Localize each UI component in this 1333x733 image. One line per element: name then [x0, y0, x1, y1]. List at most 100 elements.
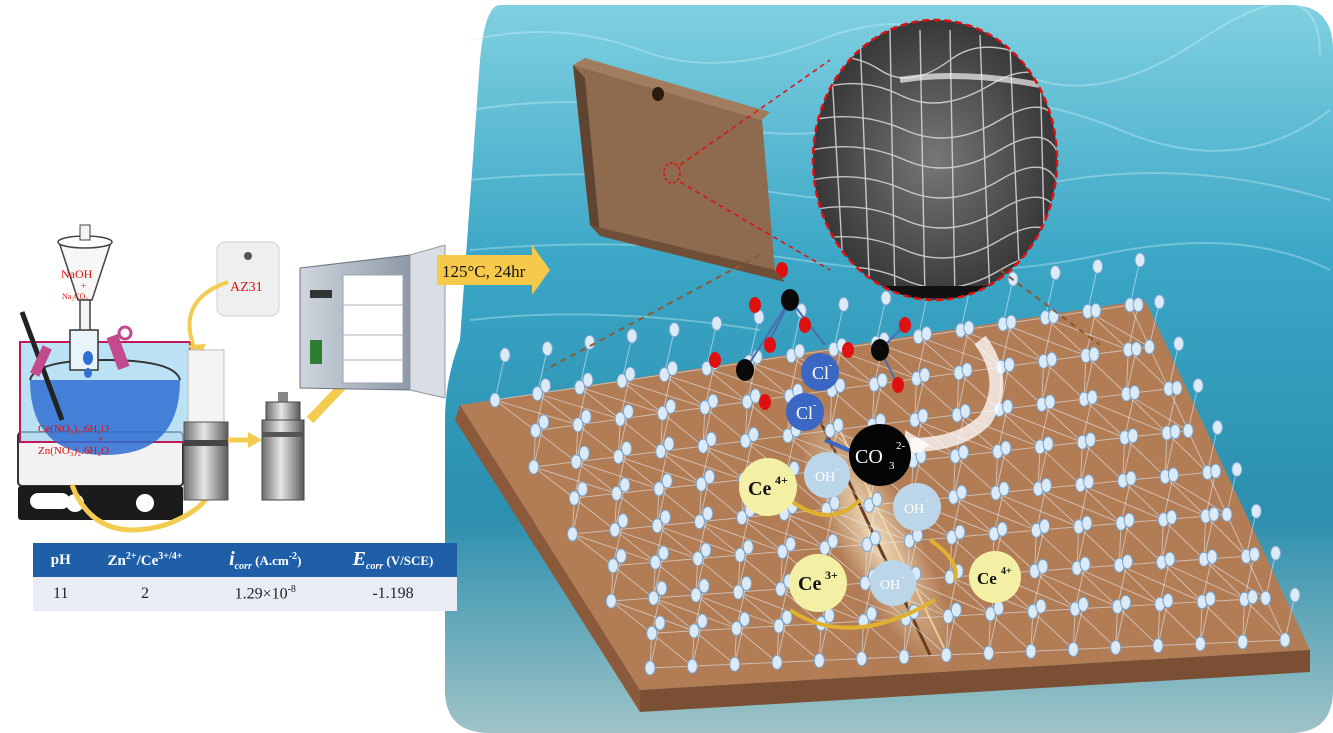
lattice-node	[1086, 389, 1098, 405]
lattice-bond	[1078, 481, 1090, 527]
lattice-bond	[1083, 398, 1168, 434]
lattice-bond	[1124, 392, 1136, 438]
lattice-bond	[651, 630, 695, 634]
lattice-node	[1035, 598, 1047, 614]
lattice-bond	[1030, 648, 1074, 652]
lattice-bond	[960, 329, 1044, 362]
lattice-bond	[612, 565, 654, 599]
lattice-bond	[776, 617, 788, 663]
lattice-bond	[692, 663, 735, 667]
lattice-bond	[658, 443, 670, 489]
lattice-bond	[614, 525, 658, 531]
lattice-bond	[706, 367, 748, 403]
svg-text:4+: 4+	[775, 473, 788, 487]
lattice-node	[1143, 339, 1155, 355]
lattice-node	[1129, 385, 1141, 401]
lattice-bond	[653, 597, 695, 632]
lattice-bond	[1207, 427, 1218, 473]
lattice-node	[1152, 638, 1164, 654]
lattice-bond	[1157, 600, 1169, 646]
lattice-bond	[956, 369, 968, 415]
lattice-bond	[824, 547, 866, 584]
lattice-bond	[999, 409, 1083, 443]
lattice-node	[1206, 549, 1218, 565]
lattice-bond	[702, 445, 744, 480]
lattice-bond	[776, 660, 820, 663]
lattice-node	[1127, 428, 1139, 444]
lattice-node	[649, 554, 661, 570]
lattice-node	[705, 431, 717, 447]
lattice-bond	[649, 622, 661, 669]
lattice-bond	[949, 576, 991, 615]
lattice-bond	[748, 361, 790, 397]
lattice-bond	[918, 336, 960, 374]
lattice-node	[959, 403, 971, 419]
ion-oh-2: OH -	[893, 483, 941, 531]
lattice-bond	[1115, 645, 1159, 648]
lattice-bond	[909, 540, 951, 578]
az31-sample-tag: AZ31	[216, 241, 280, 317]
svg-text:-: -	[829, 360, 832, 371]
lattice-bond	[614, 484, 626, 531]
svg-text:OH: OH	[904, 502, 924, 517]
lattice-bond	[1034, 526, 1046, 572]
lattice-bond	[660, 406, 672, 452]
lattice-node	[861, 536, 873, 552]
lattice-node	[1164, 551, 1176, 567]
svg-text:-: -	[902, 572, 905, 582]
oxygen-atom	[842, 342, 854, 358]
lattice-bond	[704, 362, 716, 408]
lattice-bond	[1037, 443, 1049, 490]
header-ecorr: Ecorr (V/SCE)	[328, 543, 457, 577]
lattice-bond	[613, 561, 656, 567]
lattice-node	[1048, 308, 1060, 324]
ion-carbonate: CO 3 2-	[849, 424, 911, 486]
flask-label-zn: Zn(NO₃)₂.6H₂O	[38, 445, 109, 457]
lattice-bond	[655, 561, 697, 596]
lattice-bond	[651, 632, 693, 667]
lattice-bond	[956, 414, 1041, 448]
lattice-bond	[1129, 304, 1150, 348]
lattice-bond	[1205, 471, 1217, 517]
lattice-bond	[533, 421, 545, 468]
lattice-node	[695, 476, 707, 492]
lattice-bond	[1036, 529, 1078, 569]
lattice-bond	[1127, 304, 1139, 350]
lattice-bond	[611, 600, 695, 632]
lattice-bond	[1074, 563, 1086, 610]
lattice-node	[1000, 440, 1012, 456]
lattice-bond	[614, 529, 698, 560]
lattice-node	[773, 618, 785, 634]
svg-text:+: +	[98, 434, 103, 444]
table-row: 11 2 1.29×10-8 -1.198	[33, 577, 457, 611]
lattice-bond	[912, 460, 954, 498]
lattice-bond	[1226, 514, 1247, 557]
lattice-node	[1204, 591, 1216, 607]
lattice-node	[611, 486, 623, 502]
lattice-node	[663, 436, 675, 452]
lattice-bond	[1081, 397, 1093, 443]
lattice-node	[699, 400, 711, 416]
lattice-node	[1049, 265, 1061, 281]
lattice-bond	[1163, 519, 1205, 560]
lattice-bond	[953, 451, 964, 498]
lattice-bond	[1000, 321, 1012, 368]
lattice-bond	[1199, 598, 1211, 644]
cell-ecorr: -1.198	[328, 577, 457, 611]
lattice-bond	[829, 385, 841, 431]
lattice-node	[612, 449, 624, 465]
lattice-bond	[1120, 478, 1132, 524]
lattice-bond	[664, 374, 748, 403]
lattice-bond	[998, 364, 1010, 410]
lattice-bond	[693, 630, 735, 665]
lattice-node	[739, 433, 751, 449]
lattice-node	[775, 581, 787, 597]
lattice-node	[942, 608, 954, 624]
lattice-bond	[739, 554, 781, 590]
lattice-node	[702, 506, 714, 522]
lattice-bond	[694, 627, 737, 632]
lattice-bond	[875, 342, 960, 374]
lattice-bond	[656, 480, 668, 526]
oxygen-atom	[759, 394, 771, 410]
lattice-bond	[651, 588, 663, 634]
